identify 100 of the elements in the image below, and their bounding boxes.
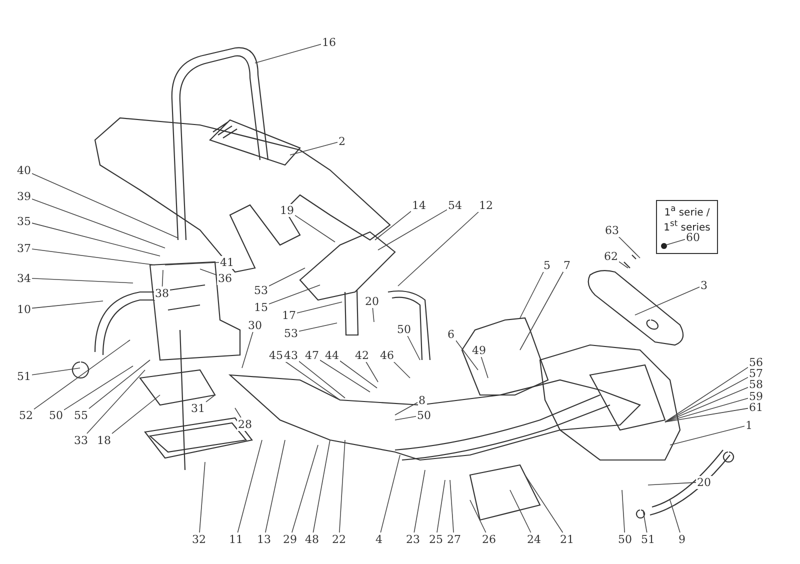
leader-line: [414, 470, 426, 533]
leader-line: [380, 454, 400, 533]
leader-line: [298, 322, 338, 332]
callout-number: 42: [354, 348, 370, 362]
leader-line: [374, 210, 412, 240]
callout-number: 19: [279, 204, 295, 216]
callout-number: 51: [16, 370, 32, 382]
leader-line: [164, 262, 220, 266]
leader-line: [664, 376, 748, 422]
callout-number: 27: [446, 532, 462, 546]
callout-number: 25: [428, 532, 444, 546]
callout-number: 63: [604, 224, 620, 236]
leader-line: [32, 368, 80, 376]
leader-line: [664, 398, 748, 422]
callout-number: 51: [640, 532, 656, 546]
leader-line: [480, 356, 488, 378]
leader-line: [340, 360, 378, 388]
callout-number: 35: [16, 214, 32, 228]
callout-number: 56: [748, 356, 764, 368]
leader-line: [254, 44, 322, 64]
callout-number: 33: [73, 434, 89, 446]
callout-number: 11: [228, 532, 244, 546]
callout-number: 1: [744, 418, 754, 432]
callout-number: 50: [416, 408, 432, 422]
leader-line: [290, 142, 338, 156]
leader-line: [112, 394, 160, 434]
leader-line: [470, 500, 486, 533]
leader-line: [294, 214, 336, 242]
callout-number: 22: [331, 532, 347, 546]
callout-number: 4: [374, 532, 384, 546]
callout-number: 32: [191, 532, 207, 546]
leader-line: [312, 440, 330, 533]
callout-number: 45: [268, 348, 284, 362]
callout-number: 40: [16, 164, 32, 176]
callout-number: 36: [217, 272, 233, 284]
callout-number: 23: [405, 532, 421, 546]
callout-number: 39: [16, 190, 32, 202]
leader-line: [406, 335, 420, 360]
leader-line: [618, 261, 628, 268]
leader-line: [436, 480, 446, 533]
callout-number: 60: [685, 230, 701, 244]
callout-number: 55: [73, 408, 89, 422]
callout-number: 50: [48, 408, 64, 422]
leader-line: [32, 278, 134, 284]
callout-number: 44: [324, 348, 340, 362]
callout-number: 9: [678, 532, 686, 546]
leader-line: [234, 408, 242, 418]
callout-number: 50: [396, 322, 412, 336]
leader-line: [664, 386, 748, 422]
leader-line: [664, 366, 748, 422]
leader-line: [634, 286, 700, 316]
leader-line: [393, 361, 410, 378]
leader-line: [372, 307, 374, 322]
leader-line: [339, 440, 346, 533]
callout-number: 38: [154, 286, 170, 300]
leader-line: [32, 173, 178, 238]
inset-heading: 1$^{a}$ serie / 1$^{st}$ series: [662, 204, 712, 234]
leader-line: [642, 510, 648, 533]
callout-number: 34: [16, 272, 32, 284]
leader-line: [670, 500, 680, 533]
leader-line: [648, 482, 696, 486]
leader-line: [162, 270, 164, 287]
callout-number: 50: [617, 532, 633, 546]
leader-line: [296, 302, 342, 314]
leader-line: [34, 340, 130, 410]
leader-line: [284, 360, 340, 400]
leader-line: [268, 268, 306, 286]
callout-number: 62: [603, 250, 619, 262]
leader-line: [520, 271, 544, 318]
callout-number: 17: [281, 308, 297, 322]
callout-number: 2: [338, 134, 346, 148]
leader-line: [394, 402, 418, 416]
callout-number: 46: [379, 348, 395, 362]
callout-number: 54: [447, 198, 463, 212]
callout-number: 10: [16, 302, 32, 316]
leader-line: [86, 370, 146, 434]
leader-line: [666, 238, 686, 246]
leader-line: [378, 209, 448, 250]
leader-line: [298, 360, 346, 398]
leader-line: [206, 394, 216, 402]
callout-number: 5: [542, 258, 552, 272]
callout-number: 52: [18, 408, 34, 422]
callout-number: 41: [219, 256, 235, 268]
callout-number: 14: [411, 198, 427, 212]
leader-line: [32, 300, 104, 309]
leader-line: [292, 444, 318, 533]
callout-number: 8: [418, 394, 426, 406]
leader-line: [32, 248, 156, 266]
leader-line: [520, 271, 564, 350]
callout-number: 6: [446, 328, 456, 340]
leader-line: [670, 426, 745, 446]
callout-number: 16: [321, 36, 337, 48]
callout-number: 26: [481, 532, 497, 546]
leader-line: [264, 440, 286, 533]
callout-number: 20: [696, 476, 712, 488]
callout-number: 20: [364, 294, 380, 308]
leader-line: [450, 480, 454, 533]
leader-line: [510, 490, 532, 533]
callout-number: 31: [190, 402, 206, 414]
inset-panel: [656, 200, 718, 254]
